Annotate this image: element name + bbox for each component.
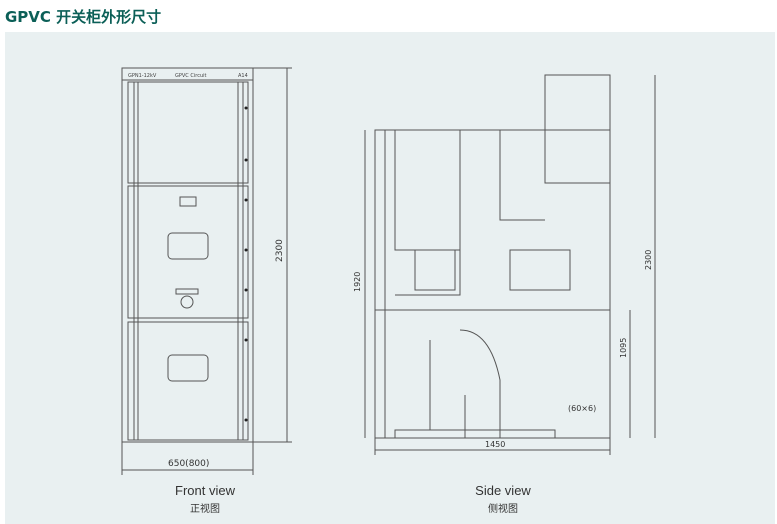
side-view-caption: Side view 侧视图 bbox=[448, 483, 558, 515]
front-view: GPN1-12kV GPVC Circuit A14 2300 650(800) bbox=[121, 67, 292, 475]
front-header-mid: GPVC Circuit bbox=[175, 73, 207, 79]
side-view: 1450 1920 2300 1095 (60×6) bbox=[353, 74, 656, 455]
side-caption-en: Side view bbox=[475, 483, 531, 498]
side-caption-zh: 侧视图 bbox=[488, 504, 518, 515]
side-dim-1095: 1095 bbox=[619, 338, 628, 358]
front-width-dim: 650(800) bbox=[168, 459, 209, 469]
front-view-caption: Front view 正视图 bbox=[150, 483, 260, 515]
side-width-dim: 1450 bbox=[485, 440, 505, 449]
front-caption-en: Front view bbox=[175, 483, 235, 498]
busbar-label: (60×6) bbox=[568, 404, 596, 413]
page-title: GPVC 开关柜外形尺寸 bbox=[5, 8, 162, 26]
side-dim-1920: 1920 bbox=[353, 272, 362, 292]
side-dim-2300: 2300 bbox=[644, 250, 653, 270]
front-header-left: GPN1-12kV bbox=[128, 73, 157, 79]
front-caption-zh: 正视图 bbox=[190, 504, 220, 515]
front-height-dim: 2300 bbox=[275, 239, 285, 262]
front-header-right: A14 bbox=[238, 73, 248, 79]
